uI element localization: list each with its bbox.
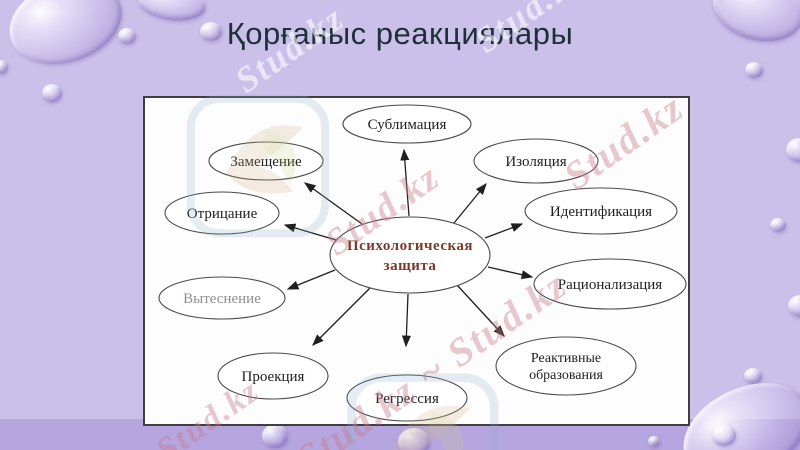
node-reactive-formations: Реактивные образования [495,336,637,396]
center-node-label-line2: защита [384,258,437,274]
center-node-label-line1: Психологическая [347,238,473,254]
node-label-line1: Реактивные [531,351,601,366]
connector-arrow [286,269,336,290]
slide-title: Қорғаныс реакциялары [226,16,574,51]
node-projection: Проекция [217,352,329,400]
node-label: Регрессия [375,391,439,407]
node-denial: Отрицание [164,191,280,235]
connector-arrow [484,223,524,239]
center-node-ellipse [329,216,491,294]
node-label: Проекция [242,369,305,385]
defense-mechanisms-diagram: Психологическая защита Сублимация Изоляц… [158,104,687,422]
connector-arrow [312,287,371,346]
droplet [0,60,8,74]
node-repression: Вытеснение [158,276,286,320]
node-isolation: Изоляция [473,138,599,184]
droplet [786,138,800,162]
connector-arrow [487,266,534,280]
center-node: Психологическая защита [329,216,491,294]
node-label: Вытеснение [183,291,261,307]
connector-arrow [401,293,411,348]
node-label: Рационализация [558,277,663,293]
droplet [745,62,763,78]
node-sublimation: Сублимация [342,104,472,144]
node-label-line2: образования [529,368,603,383]
droplet [42,84,62,102]
node-regression: Регрессия [346,374,468,422]
connector-arrow [453,182,487,224]
node-rationalization: Рационализация [533,258,687,310]
node-label: Идентификация [550,204,652,220]
connector-arrow [283,223,337,241]
node-ellipse [533,258,687,310]
node-ellipse [217,352,329,400]
node-ellipse [158,276,286,320]
node-label: Сублимация [368,117,447,133]
node-substitution: Замещение [208,141,324,181]
node-ellipse [495,336,637,396]
diagram-panel: Психологическая защита Сублимация Изоляц… [143,96,690,426]
connector-arrow [456,284,505,337]
node-label: Изоляция [505,154,566,170]
node-label: Отрицание [187,206,258,222]
node-ellipse [346,374,468,422]
connector-arrow [303,182,363,225]
connector-arrows [283,148,534,348]
droplet [788,295,800,317]
droplet [744,368,762,384]
node-ellipse [164,191,280,235]
node-ellipse [208,141,324,181]
node-ellipse [342,104,472,144]
connector-arrow [400,148,410,217]
node-label: Замещение [230,154,302,170]
node-ellipse [473,138,599,184]
droplet [770,218,786,232]
node-identification: Идентификация [524,187,678,235]
node-ellipse [524,187,678,235]
